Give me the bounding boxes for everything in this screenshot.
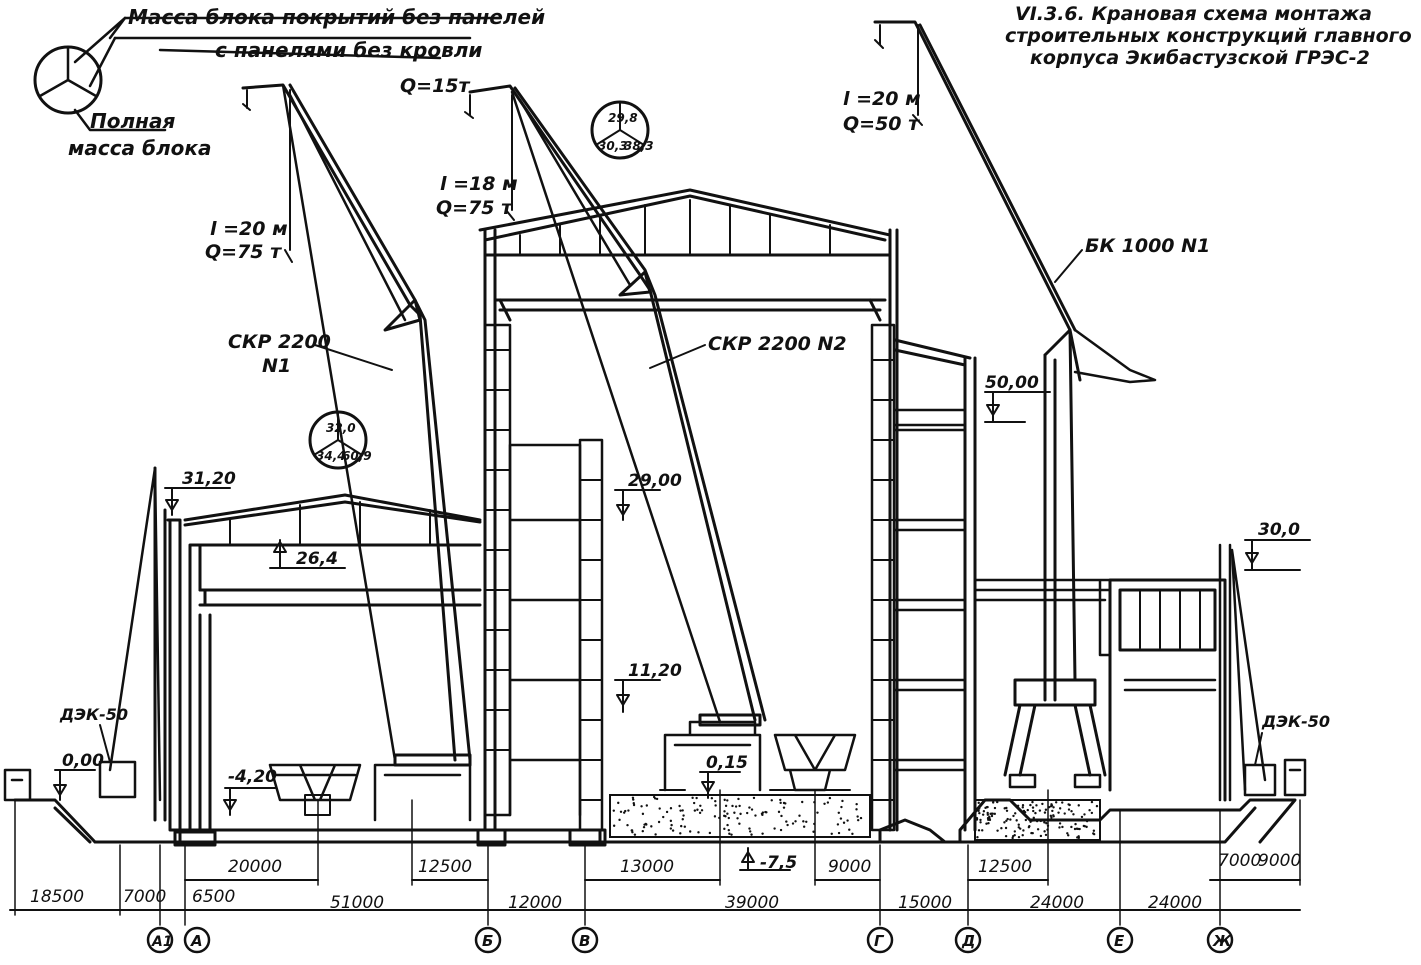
block-mass-left-b: 34,4 <box>316 449 346 463</box>
elev-1120: 11,20 <box>628 661 682 681</box>
axis-v: В <box>571 926 599 954</box>
concrete-fill-1 <box>609 794 871 838</box>
dim-12500b: 12500 <box>978 857 1032 877</box>
svg-text:А1: А1 <box>151 934 173 950</box>
dek-right-label: ДЭК-50 <box>1261 712 1330 731</box>
axis-e: Е <box>1106 926 1134 954</box>
dim-24000a: 24000 <box>1030 893 1084 913</box>
crane-skr2200-n1 <box>241 83 472 767</box>
title-line-1: VI.3.6. Крановая схема монтажа <box>1015 3 1372 25</box>
dim-51000: 51000 <box>330 893 384 913</box>
elev-420: -4,20 <box>228 767 277 787</box>
elev-015: 0,15 <box>706 753 748 773</box>
title-line-3: корпуса Экибастузской ГРЭС-2 <box>1030 47 1370 69</box>
axis-zh: Ж <box>1206 926 1234 954</box>
left-bay-structure <box>173 493 482 847</box>
skr1-reach: l =20 м <box>210 218 288 240</box>
concrete-dots <box>612 795 1099 840</box>
block-mass-left-c: 60,9 <box>342 449 372 463</box>
elev-5000: 50,00 <box>985 373 1039 393</box>
legend: Масса блока покрытий без панелей с панел… <box>33 5 545 160</box>
bk-capacity: Q=50 т <box>843 113 920 135</box>
svg-text:В: В <box>579 932 590 950</box>
dim-7000a: 7000 <box>1218 851 1261 871</box>
elev-75: -7,5 <box>760 853 797 873</box>
left-annex <box>3 466 182 832</box>
dim-12500a: 12500 <box>418 857 472 877</box>
elev-2900: 29,00 <box>628 471 682 491</box>
block-mass-right-a: 29,8 <box>608 111 638 125</box>
title-block: VI.3.6. Крановая схема монтажа строитель… <box>1005 3 1412 69</box>
dim-9000a: 9000 <box>828 857 871 877</box>
svg-text:Ж: Ж <box>1212 932 1232 950</box>
block-mass-right-c: 38,3 <box>624 139 654 153</box>
elev-3120: 31,20 <box>182 469 236 489</box>
legend-mass-with-panels: с панелями без кровли <box>215 38 482 62</box>
dim-12000: 12000 <box>508 893 562 913</box>
dim-20000: 20000 <box>228 857 282 877</box>
dim-9000b: 9000 <box>1258 851 1301 871</box>
skr2-reach: l =18 м <box>440 173 518 195</box>
elevation-marks: 31,20 26,4 29,00 11,20 0,15 0,00 -4,20 -… <box>53 373 1311 873</box>
title-line-2: строительных конструкций главного <box>1005 25 1412 47</box>
dim-6500: 6500 <box>192 887 235 907</box>
dim-18500: 18500 <box>30 887 84 907</box>
legend-sectors <box>38 45 98 98</box>
dim-39000: 39000 <box>725 893 779 913</box>
dek-left-label: ДЭК-50 <box>59 705 128 724</box>
skr2-capacity-top: Q=15т <box>400 75 471 97</box>
dim-15000: 15000 <box>898 893 952 913</box>
dim-13000: 13000 <box>620 857 674 877</box>
axis-b: Б <box>474 926 502 954</box>
legend-leader-bottom <box>73 108 167 132</box>
legend-arrow-2 <box>88 36 442 88</box>
block-mass-left: 32,0 34,4 60,9 <box>308 410 372 470</box>
bk-reach: l =20 м <box>843 88 921 110</box>
crane-bk1000-n1 <box>873 20 1157 789</box>
skr1-name: СКР 2200 <box>228 331 331 353</box>
axis-a: А <box>183 926 211 954</box>
axis-d: Д <box>954 926 982 954</box>
skr1-capacity: Q=75 т <box>205 241 282 263</box>
dimension-lines: 20000 12500 13000 9000 12500 7000 9000 1… <box>9 789 1301 926</box>
dim-24000b: 24000 <box>1148 893 1202 913</box>
svg-text:Д: Д <box>961 932 975 950</box>
bk-name: БК 1000 N1 <box>1085 235 1210 257</box>
elev-000: 0,00 <box>62 751 104 771</box>
svg-text:Б: Б <box>482 932 493 950</box>
crane-skr2200-n2 <box>464 84 767 727</box>
ground-profile <box>13 794 1297 844</box>
skr2-name: СКР 2200 N2 <box>708 333 847 355</box>
svg-text:Г: Г <box>874 932 885 950</box>
block-mass-right-b: 30,3 <box>598 139 628 153</box>
elev-300: 30,0 <box>1258 520 1300 540</box>
axis-g: Г <box>866 926 894 954</box>
svg-text:А: А <box>190 932 203 950</box>
dim-7000b: 7000 <box>123 887 166 907</box>
block-mass-right: 29,8 30,3 38,3 <box>590 100 654 160</box>
right-annex-structure <box>893 338 1307 832</box>
main-hall-structure <box>476 188 899 847</box>
legend-full-mass-1: Полная <box>90 109 175 133</box>
elev-264: 26,4 <box>296 549 338 569</box>
crane-labels: СКР 2200 N1 l =20 м Q=75 т СКР 2200 N2 Q… <box>59 75 1330 766</box>
dek-50-left-body <box>98 760 137 799</box>
legend-full-mass-2: масса блока <box>68 136 211 160</box>
legend-arrow-1 <box>73 16 127 64</box>
skr1-num: N1 <box>262 355 291 377</box>
legend-mass-no-panels: Масса блока покрытий без панелей <box>128 5 545 29</box>
skr2-capacity: Q=75 т <box>436 197 513 219</box>
block-mass-left-a: 32,0 <box>326 421 356 435</box>
axis-markers: А1 А Б В Г Д Е Ж <box>146 926 1234 954</box>
svg-text:Е: Е <box>1114 932 1125 950</box>
axis-a1: А1 <box>146 926 174 954</box>
